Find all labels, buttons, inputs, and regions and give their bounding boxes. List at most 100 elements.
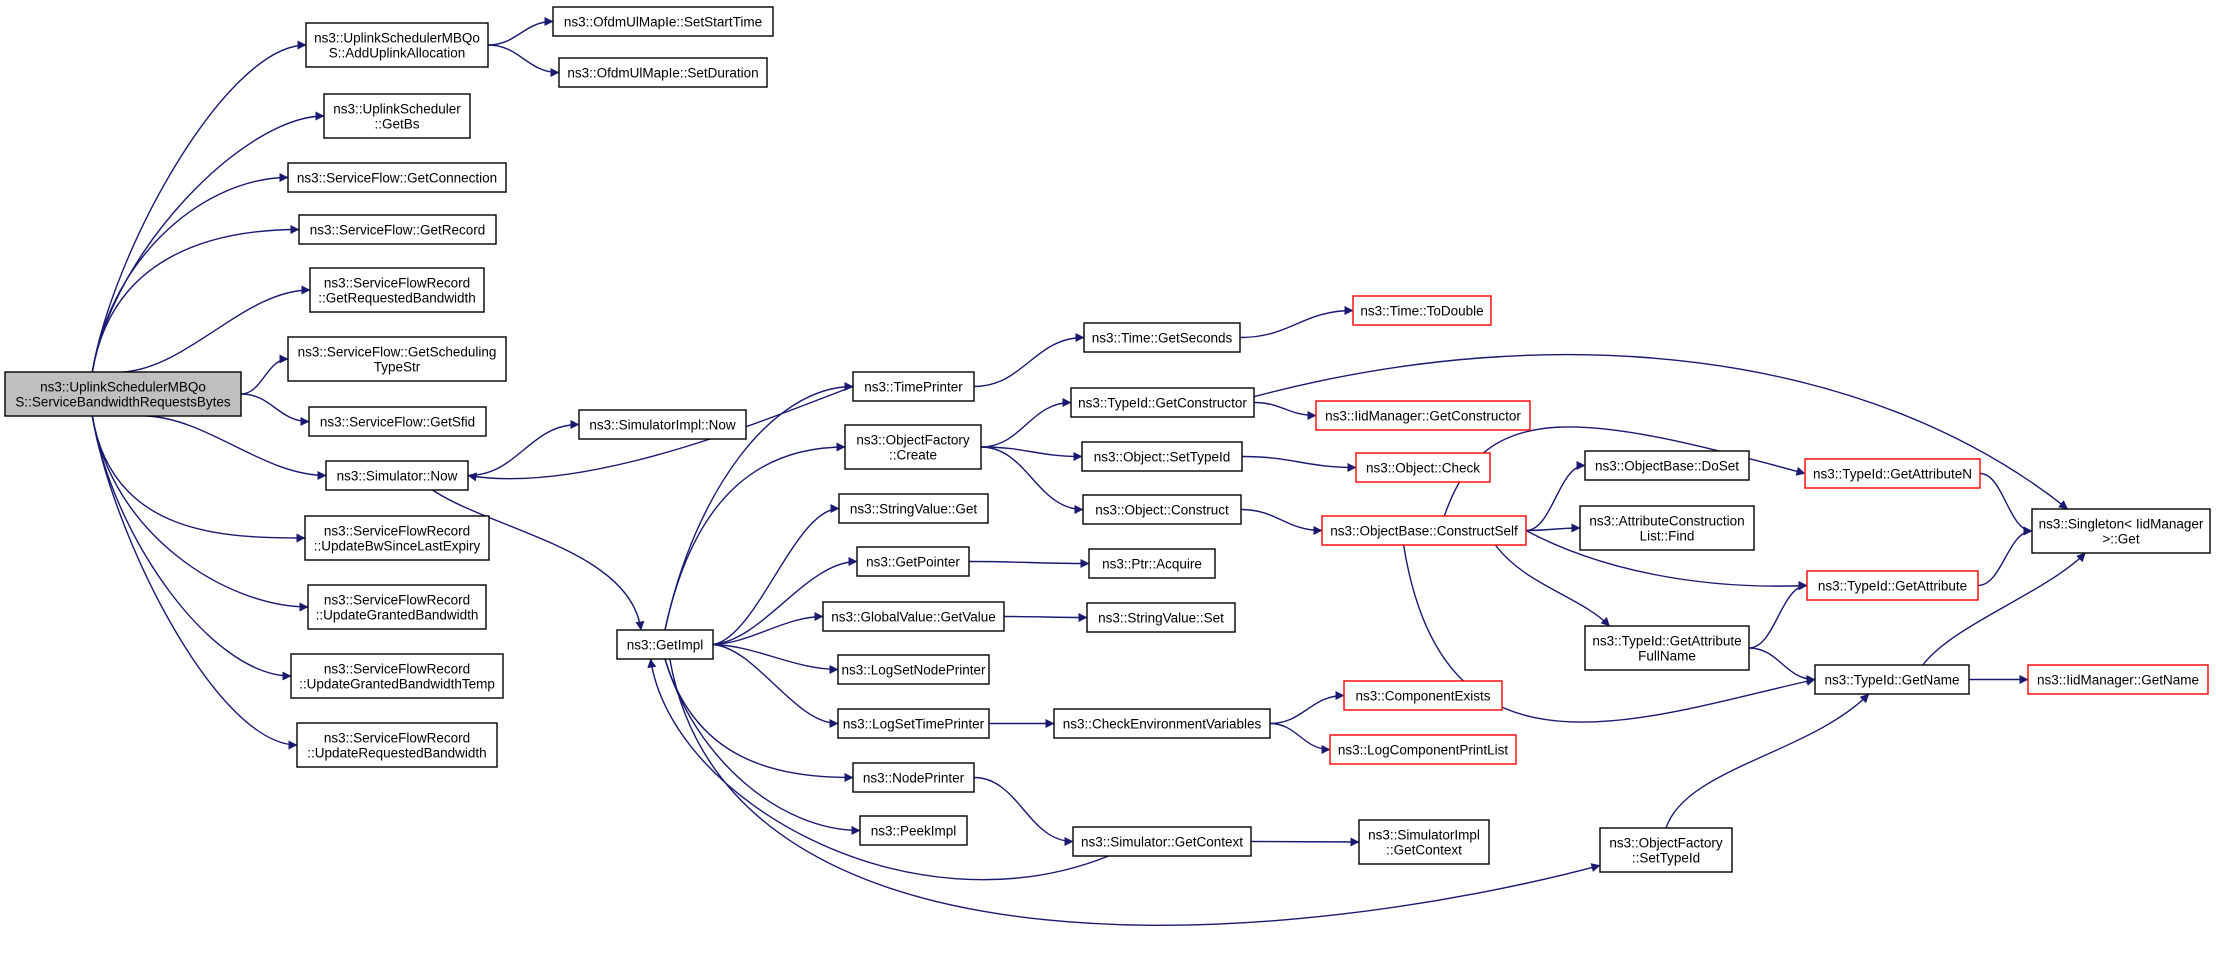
node-typeIdGetName[interactable]: ns3::TypeId::GetName (1814, 664, 1970, 695)
node-constructSelf[interactable]: ns3::ObjectBase::ConstructSelf (1321, 515, 1527, 546)
node-globalValueGetValue[interactable]: ns3::GlobalValue::GetValue (822, 601, 1005, 632)
node-objectBaseDoSet[interactable]: ns3::ObjectBase::DoSet (1584, 450, 1750, 481)
node-simulatorNow[interactable]: ns3::Simulator::Now (325, 460, 469, 491)
node-box[interactable] (859, 815, 968, 846)
node-simulatorImplNow[interactable]: ns3::SimulatorImpl::Now (578, 409, 747, 440)
node-getBs[interactable]: ns3::UplinkScheduler::GetBs (323, 93, 471, 139)
node-checkEnvironmentVariables[interactable]: ns3::CheckEnvironmentVariables (1053, 708, 1271, 739)
node-getRecord[interactable]: ns3::ServiceFlow::GetRecord (298, 214, 497, 245)
node-box[interactable] (1086, 602, 1236, 633)
node-peekImpl[interactable]: ns3::PeekImpl (859, 815, 968, 846)
node-box[interactable] (323, 93, 471, 139)
node-logSetNodePrinter[interactable]: ns3::LogSetNodePrinter (837, 654, 990, 685)
node-logSetTimePrinter[interactable]: ns3::LogSetTimePrinter (837, 708, 990, 739)
node-box[interactable] (852, 762, 975, 793)
node-stringValueSet[interactable]: ns3::StringValue::Set (1086, 602, 1236, 633)
node-box[interactable] (1804, 458, 1981, 489)
node-box[interactable] (305, 22, 489, 68)
node-typeIdGetAttributeN[interactable]: ns3::TypeId::GetAttributeN (1804, 458, 1981, 489)
node-componentExists[interactable]: ns3::ComponentExists (1343, 680, 1503, 711)
node-root[interactable]: ns3::UplinkSchedulerMBQoS::ServiceBandwi… (4, 371, 242, 417)
node-updateRequestedBandwidth[interactable]: ns3::ServiceFlowRecord::UpdateRequestedB… (296, 722, 498, 768)
node-box[interactable] (822, 601, 1005, 632)
node-box[interactable] (308, 406, 487, 437)
node-box[interactable] (1053, 708, 1271, 739)
node-box[interactable] (309, 267, 485, 313)
node-box[interactable] (1579, 505, 1755, 551)
node-updateBwSinceLastExpiry[interactable]: ns3::ServiceFlowRecord::UpdateBwSinceLas… (304, 515, 490, 561)
node-box[interactable] (1584, 625, 1750, 671)
node-objectFactorySetTypeId[interactable]: ns3::ObjectFactory::SetTypeId (1599, 827, 1733, 873)
node-box[interactable] (1321, 515, 1527, 546)
node-box[interactable] (287, 336, 507, 382)
node-typeIdGetConstructor[interactable]: ns3::TypeId::GetConstructor (1070, 387, 1255, 418)
node-typeIdGetAttribute[interactable]: ns3::TypeId::GetAttribute (1806, 570, 1979, 601)
node-updateGrantedBandwidth[interactable]: ns3::ServiceFlowRecord::UpdateGrantedBan… (307, 584, 487, 630)
node-box[interactable] (856, 546, 970, 577)
node-box[interactable] (1806, 570, 1979, 601)
node-box[interactable] (838, 493, 989, 524)
node-timeGetSeconds[interactable]: ns3::Time::GetSeconds (1083, 322, 1241, 353)
node-box[interactable] (1358, 819, 1490, 865)
node-box[interactable] (1083, 322, 1241, 353)
node-addUplinkAllocation[interactable]: ns3::UplinkSchedulerMBQoS::AddUplinkAllo… (305, 22, 489, 68)
node-getPointer[interactable]: ns3::GetPointer (856, 546, 970, 577)
node-box[interactable] (2027, 664, 2209, 695)
node-box[interactable] (307, 584, 487, 630)
node-timePrinter[interactable]: ns3::TimePrinter (852, 371, 975, 402)
node-iidManagerGetConstructor[interactable]: ns3::IidManager::GetConstructor (1315, 400, 1531, 431)
node-box[interactable] (837, 708, 990, 739)
node-getImpl[interactable]: ns3::GetImpl (616, 629, 714, 660)
node-box[interactable] (296, 722, 498, 768)
node-box[interactable] (1814, 664, 1970, 695)
node-objectCheck[interactable]: ns3::Object::Check (1355, 452, 1491, 483)
node-box[interactable] (298, 214, 497, 245)
node-box[interactable] (1088, 548, 1216, 579)
node-box[interactable] (1315, 400, 1531, 431)
node-box[interactable] (1355, 452, 1491, 483)
node-box[interactable] (304, 515, 490, 561)
node-box[interactable] (4, 371, 242, 417)
node-simulatorGetContext[interactable]: ns3::Simulator::GetContext (1072, 826, 1252, 857)
node-nodePrinter[interactable]: ns3::NodePrinter (852, 762, 975, 793)
node-logComponentPrintList[interactable]: ns3::LogComponentPrintList (1329, 734, 1517, 765)
node-iidManagerGetName[interactable]: ns3::IidManager::GetName (2027, 664, 2209, 695)
node-box[interactable] (852, 371, 975, 402)
node-getRequestedBandwidth[interactable]: ns3::ServiceFlowRecord::GetRequestedBand… (309, 267, 485, 313)
node-box[interactable] (1082, 494, 1242, 525)
node-box[interactable] (1070, 387, 1255, 418)
node-box[interactable] (1584, 450, 1750, 481)
node-setStartTime[interactable]: ns3::OfdmUlMapIe::SetStartTime (552, 6, 774, 37)
node-getSfid[interactable]: ns3::ServiceFlow::GetSfid (308, 406, 487, 437)
node-box[interactable] (558, 57, 768, 88)
node-box[interactable] (616, 629, 714, 660)
node-box[interactable] (2031, 508, 2211, 554)
node-box[interactable] (1599, 827, 1733, 873)
node-box[interactable] (844, 424, 982, 470)
node-setDuration[interactable]: ns3::OfdmUlMapIe::SetDuration (558, 57, 768, 88)
node-updateGrantedBandwidthTemp[interactable]: ns3::ServiceFlowRecord::UpdateGrantedBan… (290, 653, 504, 699)
node-simulatorImplGetContext[interactable]: ns3::SimulatorImpl::GetContext (1358, 819, 1490, 865)
node-stringValueGet[interactable]: ns3::StringValue::Get (838, 493, 989, 524)
node-getConnection[interactable]: ns3::ServiceFlow::GetConnection (287, 162, 507, 193)
node-timeToDouble[interactable]: ns3::Time::ToDouble (1352, 295, 1492, 326)
node-ptrAcquire[interactable]: ns3::Ptr::Acquire (1088, 548, 1216, 579)
node-box[interactable] (1081, 441, 1243, 472)
node-box[interactable] (1352, 295, 1492, 326)
node-objectSetTypeId[interactable]: ns3::Object::SetTypeId (1081, 441, 1243, 472)
node-box[interactable] (1329, 734, 1517, 765)
node-box[interactable] (1072, 826, 1252, 857)
node-box[interactable] (325, 460, 469, 491)
node-objectConstruct[interactable]: ns3::Object::Construct (1082, 494, 1242, 525)
node-box[interactable] (578, 409, 747, 440)
node-box[interactable] (1343, 680, 1503, 711)
node-singletonGet[interactable]: ns3::Singleton< IidManager>::Get (2031, 508, 2211, 554)
node-objectFactoryCreate[interactable]: ns3::ObjectFactory::Create (844, 424, 982, 470)
node-box[interactable] (287, 162, 507, 193)
node-box[interactable] (837, 654, 990, 685)
node-box[interactable] (552, 6, 774, 37)
node-box[interactable] (290, 653, 504, 699)
